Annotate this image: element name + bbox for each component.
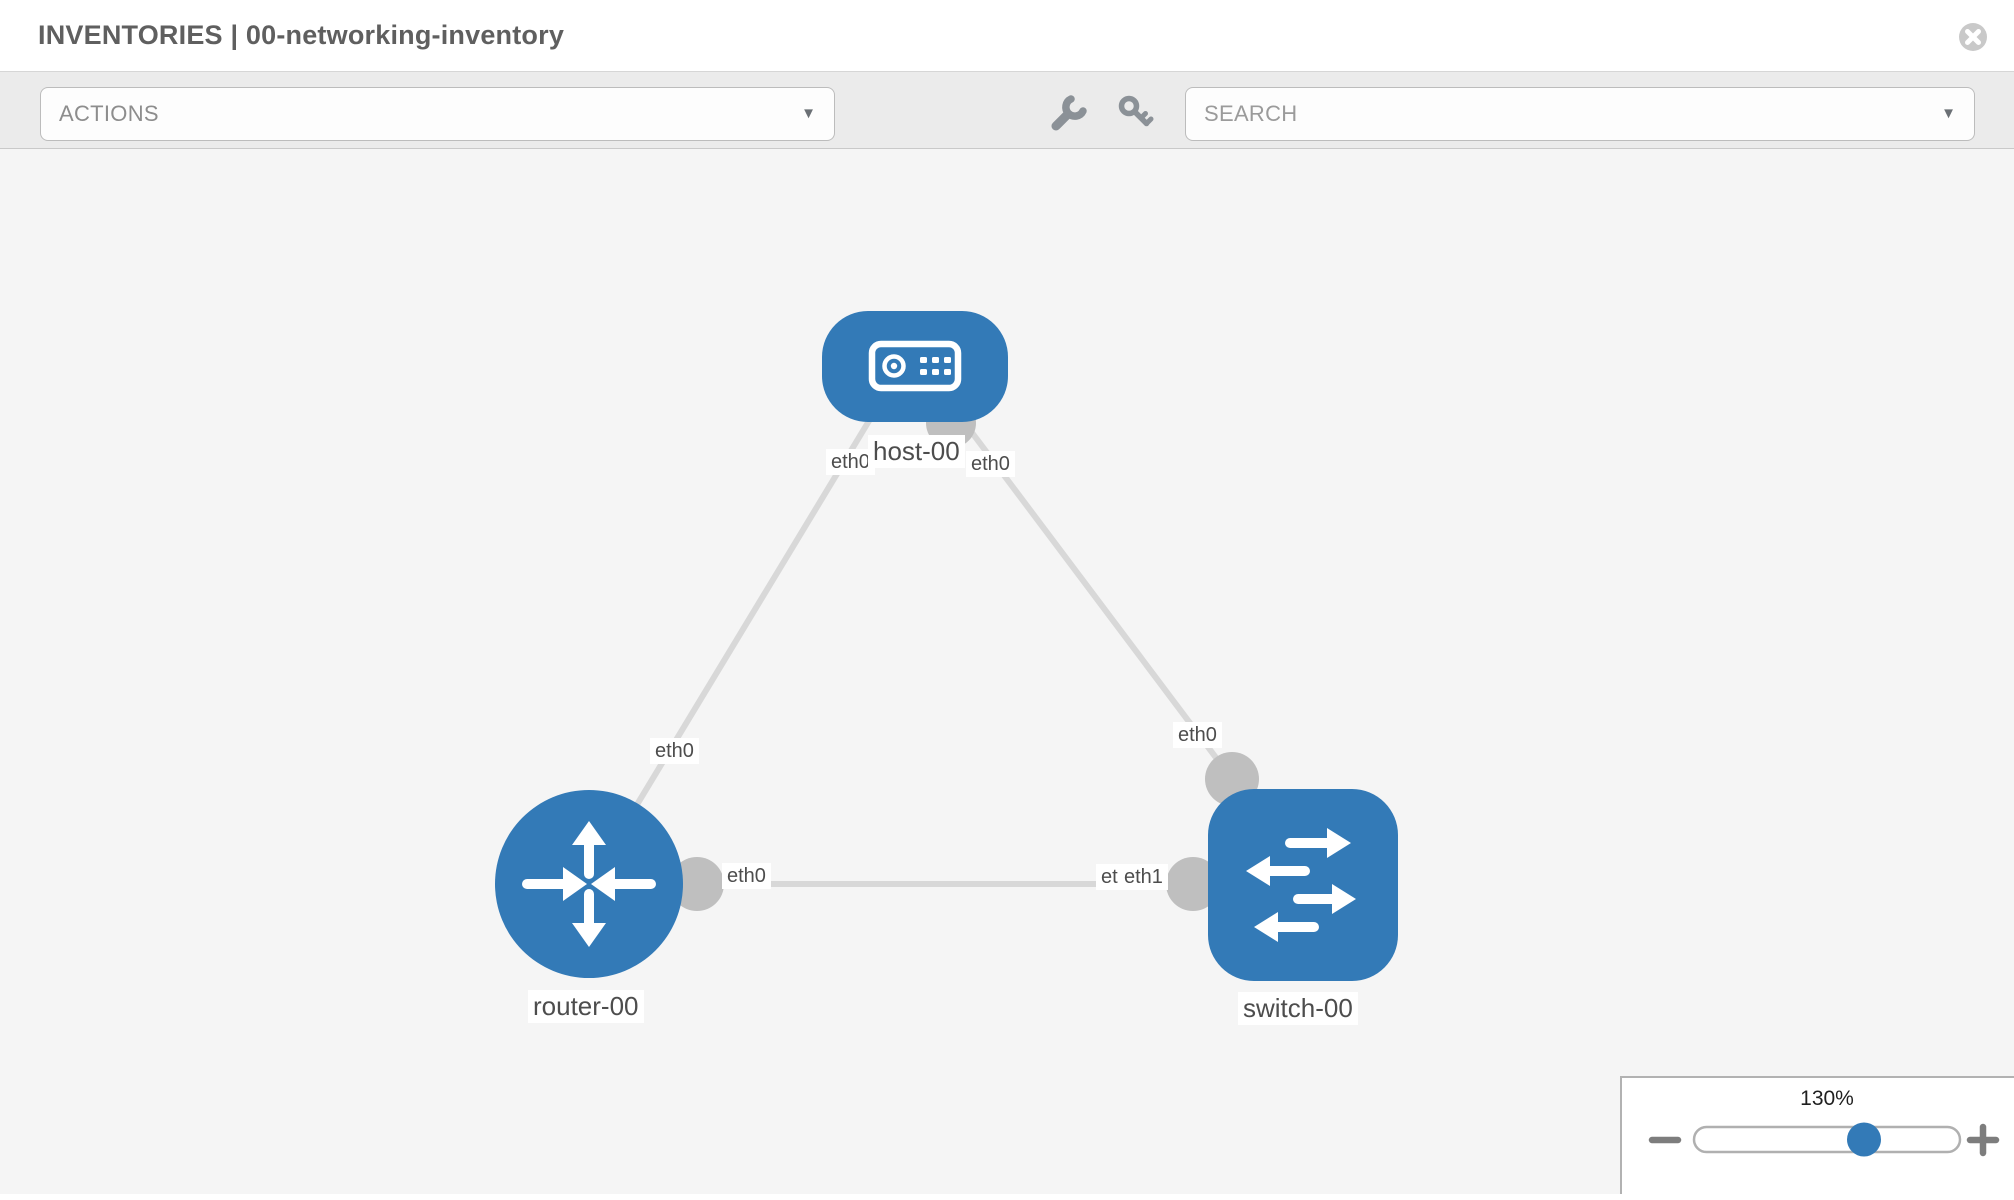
interface-label-switch-edge: eth0 [1173,722,1222,748]
interface-label-router-edge: eth0 [650,738,699,764]
actions-dropdown-label: ACTIONS [59,101,159,126]
router-node[interactable] [495,790,683,978]
interface-label-switch-eth1: eth1 [1119,864,1168,890]
configure-button[interactable] [1048,92,1092,136]
chevron-down-icon: ▼ [1941,105,1956,122]
actions-dropdown[interactable]: ACTIONS ▼ [40,87,835,141]
switch-node[interactable] [1208,789,1398,981]
node-label-switch: switch-00 [1238,992,1358,1025]
page-title: INVENTORIES | 00-networking-inventory [38,20,565,50]
zoom-panel: 130% [1620,1076,2014,1194]
zoom-in-button[interactable] [1966,1123,2000,1157]
chevron-down-icon: ▼ [801,105,816,122]
router-arrows-icon [522,821,656,947]
header: INVENTORIES | 00-networking-inventory [0,0,2014,72]
server-icon [868,340,962,392]
node-label-router: router-00 [528,990,644,1023]
zoom-level: 130% [1800,1087,1854,1110]
switch-arrows-icon [1246,828,1356,942]
zoom-slider [1648,1122,2000,1157]
interface-label-router-eth0: eth0 [722,863,771,889]
x-circle-icon [1959,23,1987,51]
topology-canvas[interactable]: eth0 host-00 eth0 eth0 eth0 eth0 eth0 et… [0,149,2014,1194]
node-label-host: host-00 [868,435,965,468]
host-node[interactable] [822,311,1008,422]
interface-label-host-eth0-left: eth0 [826,449,875,475]
topology-svg [495,311,1398,981]
port-circle-switch-eth1 [1166,857,1220,911]
key-icon [1118,95,1154,127]
close-button[interactable] [1956,19,1990,53]
search-dropdown[interactable]: SEARCH ▼ [1185,87,1975,141]
wrench-icon [1051,95,1087,131]
interface-label-host-eth0-right: eth0 [966,451,1015,477]
zoom-slider-track[interactable] [1692,1125,1962,1154]
port-circle-router-eth0 [670,857,724,911]
plus-icon [1966,1123,2000,1157]
zoom-slider-thumb[interactable] [1847,1122,1881,1157]
toolbar: ACTIONS ▼ SEARCH ▼ [0,72,2014,149]
search-dropdown-label: SEARCH [1204,101,1298,126]
credentials-button[interactable] [1114,92,1158,136]
